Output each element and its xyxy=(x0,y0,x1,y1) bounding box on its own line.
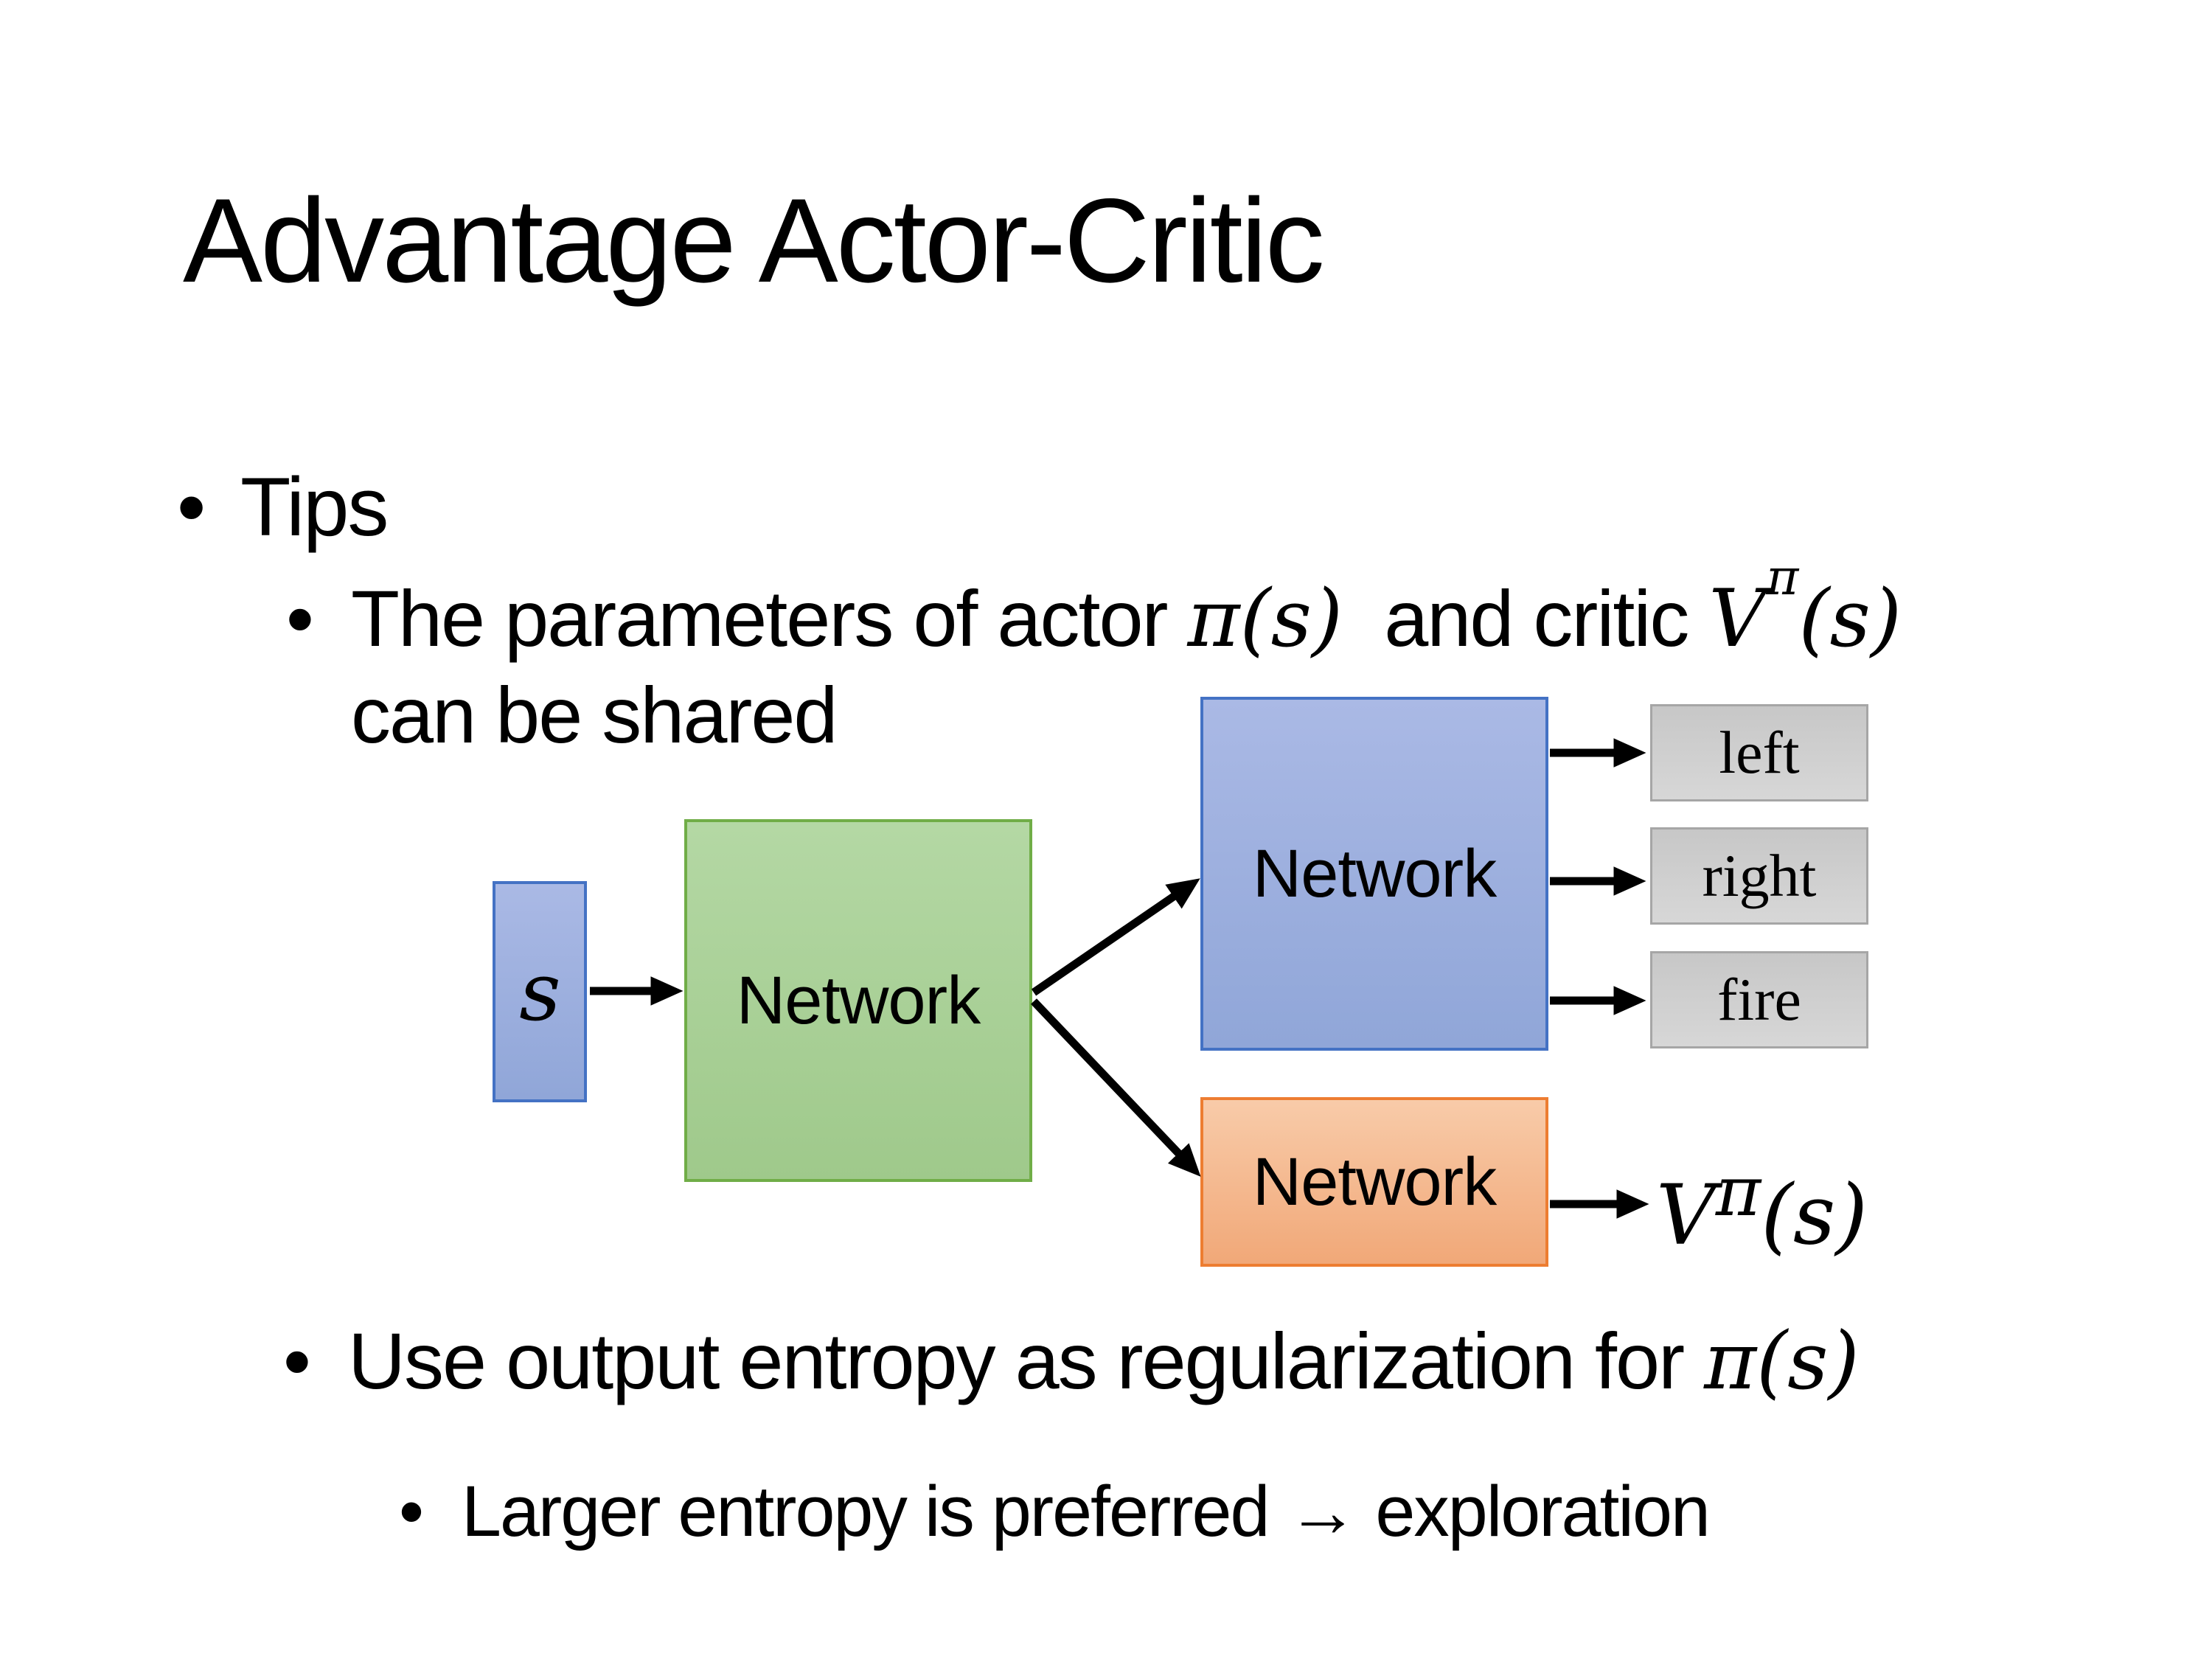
text-segment: Use output entropy as regularization for xyxy=(348,1316,1705,1405)
bullet-tips: • Tips xyxy=(177,459,389,555)
value-args: (s) xyxy=(1761,1167,1868,1264)
value-base: V xyxy=(1708,573,1767,665)
bullet-shared-parameters: • The parameters of actor π(s) and criti… xyxy=(286,552,1902,763)
bullet-dot: • xyxy=(286,574,314,663)
actor-policy-math: π(s) xyxy=(1187,573,1343,665)
value-output-label: Vπ(s) xyxy=(1656,1152,1868,1263)
actor-network-label: Network xyxy=(1252,835,1497,911)
exploration-label: Larger entropy is preferred → exploratio… xyxy=(462,1471,1711,1551)
value-superscript: π xyxy=(1715,1152,1761,1232)
action-fire-label: fire xyxy=(1717,966,1801,1033)
action-left-box: left xyxy=(1650,704,1868,801)
arrow-shared-to-critic-icon xyxy=(1031,998,1201,1177)
shared-parameters-line2: can be shared xyxy=(351,670,838,759)
shared-network-label: Network xyxy=(736,962,981,1038)
entropy-regularization-line: Use output entropy as regularization for… xyxy=(348,1315,1860,1408)
text-segment: The parameters of actor xyxy=(351,574,1188,663)
bullet-dot: • xyxy=(399,1471,424,1551)
bullet-dot: • xyxy=(283,1316,311,1405)
critic-network-label: Network xyxy=(1252,1144,1497,1220)
actor-network-box: Network xyxy=(1200,697,1548,1051)
shared-parameters-line1: The parameters of actor π(s) and critic … xyxy=(351,552,1902,665)
value-args: (s) xyxy=(1798,573,1902,665)
action-left-label: left xyxy=(1719,719,1800,786)
bullet-exploration: • Larger entropy is preferred → explorat… xyxy=(399,1470,1711,1554)
critic-value-math: Vπ(s) xyxy=(1708,552,1902,665)
shared-network-box: Network xyxy=(684,819,1032,1182)
bullet-entropy-regularization: • Use output entropy as regularization f… xyxy=(283,1313,1860,1410)
tips-label: Tips xyxy=(240,461,389,553)
state-input-box: s xyxy=(493,881,587,1102)
action-right-box: right xyxy=(1650,827,1868,925)
arrow-shared-to-actor-icon xyxy=(1031,878,1200,996)
value-base: V xyxy=(1656,1167,1716,1264)
policy-math: π(s) xyxy=(1704,1315,1860,1408)
value-superscript: π xyxy=(1766,548,1799,606)
page-title: Advantage Actor-Critic xyxy=(183,174,1325,307)
state-label: s xyxy=(519,945,560,1039)
text-segment: and critic xyxy=(1343,574,1709,663)
critic-network-box: Network xyxy=(1200,1097,1548,1267)
bullet-dot: • xyxy=(177,461,206,553)
action-fire-box: fire xyxy=(1650,951,1868,1048)
action-right-label: right xyxy=(1702,842,1817,909)
